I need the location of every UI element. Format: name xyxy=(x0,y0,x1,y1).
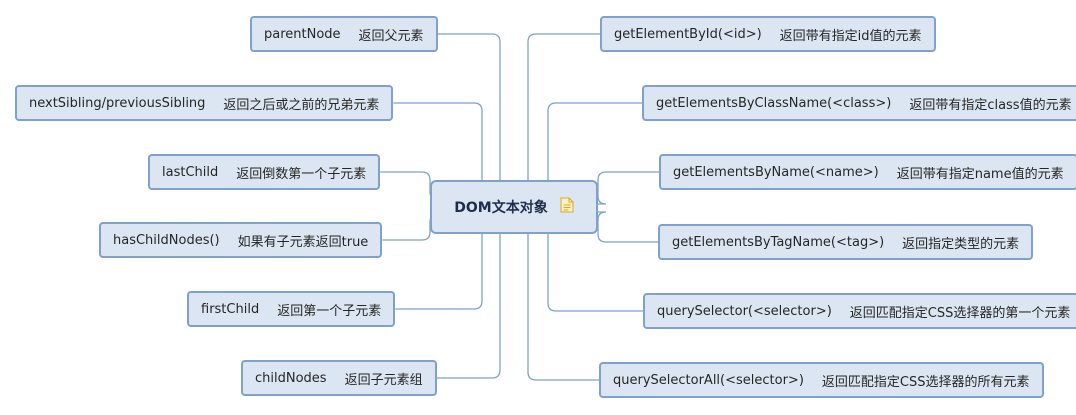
node-firstchild[interactable]: firstChild 返回第一个子元素 xyxy=(187,291,396,327)
node-haschildnodes[interactable]: hasChildNodes() 如果有子元素返回true xyxy=(99,222,383,258)
connector-left-0 xyxy=(437,33,509,189)
node-name: getElementsByClassName(<class>) xyxy=(656,95,892,111)
node-desc: 返回匹配指定CSS选择器的第一个元素 xyxy=(849,305,1071,321)
node-name: nextSibling/previousSibling xyxy=(29,95,206,111)
node-getelementsbytagname[interactable]: getElementsByTagName(<tag>) 返回指定类型的元素 xyxy=(658,224,1034,260)
node-desc: 返回父元素 xyxy=(358,28,424,44)
node-getelementsbyname[interactable]: getElementsByName(<name>) 返回带有指定name值的元素 xyxy=(659,154,1076,190)
connector-right-0 xyxy=(527,33,600,189)
node-name: lastChild xyxy=(162,164,219,180)
node-name: querySelector(<selector>) xyxy=(657,303,832,319)
node-name: parentNode xyxy=(264,26,341,42)
node-getelementbyid[interactable]: getElementById(<id>) 返回带有指定id值的元素 xyxy=(600,16,936,52)
node-parentnode[interactable]: parentNode 返回父元素 xyxy=(250,16,438,52)
node-name: getElementById(<id>) xyxy=(614,26,762,42)
node-queryselector[interactable]: querySelector(<selector>) 返回匹配指定CSS选择器的第… xyxy=(643,293,1076,329)
connector-left-5 xyxy=(436,225,509,379)
node-name: hasChildNodes() xyxy=(113,232,220,248)
node-desc: 返回指定类型的元素 xyxy=(902,236,1020,252)
node-desc: 返回带有指定name值的元素 xyxy=(896,166,1064,182)
node-queryselectorall[interactable]: querySelectorAll(<selector>) 返回匹配指定CSS选择… xyxy=(599,362,1044,398)
connector-right-2 xyxy=(597,171,659,205)
connector-right-3 xyxy=(597,211,658,243)
central-title: DOM文本对象 xyxy=(454,200,548,216)
node-desc: 返回第一个子元素 xyxy=(277,303,382,319)
central-node[interactable]: DOM文本对象 xyxy=(430,180,598,234)
node-name: querySelectorAll(<selector>) xyxy=(613,372,804,388)
node-desc: 返回带有指定class值的元素 xyxy=(909,97,1072,113)
connector-right-5 xyxy=(527,225,599,381)
node-desc: 返回匹配指定CSS选择器的所有元素 xyxy=(821,374,1030,390)
node-lastchild[interactable]: lastChild 返回倒数第一个子元素 xyxy=(148,154,381,190)
node-name: childNodes xyxy=(255,370,327,386)
node-name: firstChild xyxy=(201,301,260,317)
node-name: getElementsByName(<name>) xyxy=(673,164,879,180)
node-desc: 返回子元素组 xyxy=(344,372,423,388)
node-desc: 返回倒数第一个子元素 xyxy=(236,166,367,182)
node-desc: 返回带有指定id值的元素 xyxy=(779,28,922,44)
node-nextsibling[interactable]: nextSibling/previousSibling 返回之后或之前的兄弟元素 xyxy=(15,85,394,121)
node-desc: 返回之后或之前的兄弟元素 xyxy=(223,97,380,113)
node-childnodes[interactable]: childNodes 返回子元素组 xyxy=(241,360,437,396)
node-name: getElementsByTagName(<tag>) xyxy=(672,234,885,250)
node-getelementsbyclassname[interactable]: getElementsByClassName(<class>) 返回带有指定cl… xyxy=(642,85,1076,121)
node-desc: 如果有子元素返回true xyxy=(237,234,369,250)
note-icon xyxy=(560,197,574,217)
